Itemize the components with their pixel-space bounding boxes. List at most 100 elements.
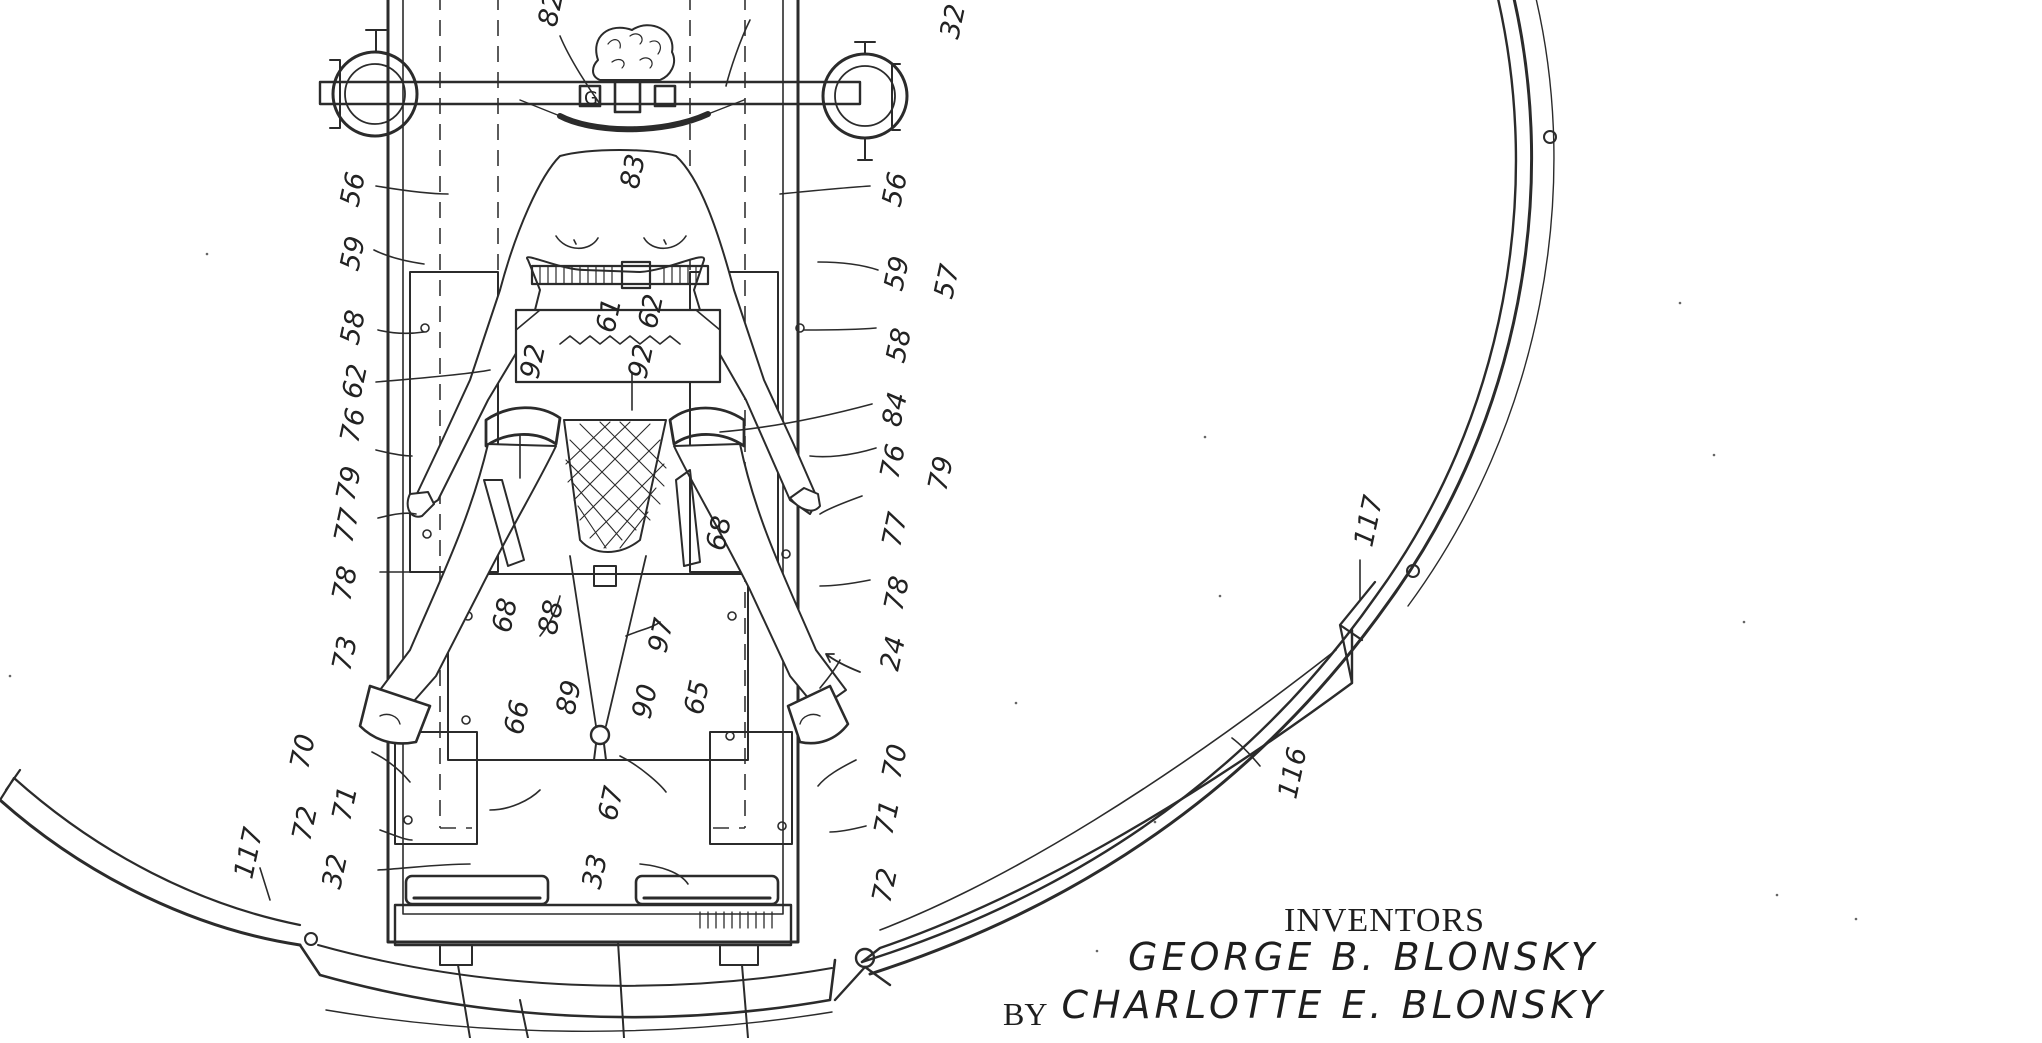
hand-grip: [404, 874, 550, 906]
neck-collar: [557, 111, 711, 133]
ref-numeral: 56: [877, 169, 914, 209]
track-roller: [1543, 130, 1557, 144]
head-clamp-mark: G: [584, 88, 598, 109]
track-section-116-inner: [879, 649, 1337, 931]
ref-numeral: 73: [327, 633, 364, 673]
chest-detail: [555, 235, 687, 250]
hand-left: [406, 491, 435, 518]
inventors-heading: INVENTORS: [1284, 902, 1486, 939]
track-arc-left-outer: [0, 798, 302, 947]
ref-numeral: 62: [337, 361, 374, 401]
pulley-90: [589, 724, 611, 746]
neck-collar-edge: [519, 99, 745, 117]
ref-numeral: 71: [327, 783, 364, 823]
waist-plate-saw: [559, 335, 681, 345]
chest-strap: [530, 264, 710, 286]
ref-numeral: 32: [317, 851, 354, 891]
by-label: BY: [1003, 996, 1048, 1032]
track-arc-left-endcap: [0, 768, 22, 802]
leg-support-left: [483, 479, 525, 567]
thigh-cuff-right: [668, 406, 746, 448]
leg-support-right: [675, 469, 701, 567]
track-pivot-bracket: [833, 965, 892, 1002]
ref-numeral: 76: [335, 405, 372, 445]
ref-numeral: 89: [551, 677, 588, 717]
lamp-mounts: [329, 29, 901, 161]
ref-numeral: 90: [627, 681, 664, 721]
ref-numeral: 79: [331, 463, 368, 503]
ref-numeral: 77: [329, 505, 366, 545]
table-end-rail-hatch: [699, 911, 773, 929]
foot-block-left: [394, 731, 478, 845]
hair: [592, 24, 676, 81]
ref-numeral: 32: [935, 1, 972, 41]
ref-numeral: 88: [533, 597, 570, 637]
bolts: [403, 323, 805, 831]
leg-left: [379, 443, 557, 711]
pulley-mount: [593, 743, 607, 761]
cable: [569, 555, 647, 727]
ref-numeral: 71: [869, 797, 906, 837]
ref-numeral: 59: [879, 253, 916, 293]
ref-numeral: 68: [701, 513, 738, 553]
ref-numeral: 24: [875, 633, 912, 673]
foot-block-right: [709, 731, 793, 845]
ref-numeral: 57: [929, 261, 966, 301]
arrow-24: [825, 653, 861, 673]
ref-numeral: 67: [593, 783, 630, 823]
ref-numeral: 58: [335, 307, 372, 347]
ref-numeral: 65: [679, 677, 716, 717]
right-lamp-inner: [834, 65, 896, 127]
ref-numeral: 56: [335, 169, 372, 209]
ankle-cuff-detail: [379, 713, 821, 725]
torso: [413, 149, 819, 515]
ref-numeral: 78: [879, 573, 916, 613]
track-arc-bottom-inner: [317, 944, 833, 987]
track-arc-left-inner: [12, 776, 302, 927]
track-arc-bottom: [298, 943, 837, 1019]
circular-track-rail-edge: [1407, 0, 1555, 607]
ref-numeral: 66: [499, 697, 536, 737]
ref-numeral: 92: [623, 341, 660, 381]
track-segment-joint: [1338, 580, 1377, 685]
ref-numeral: 84: [877, 389, 914, 429]
ref-numeral: 82: [533, 0, 570, 29]
ref-numeral: 97: [643, 615, 680, 655]
table-leg: [439, 944, 473, 966]
ref-numeral: 59: [335, 233, 372, 273]
head-crossbar: [318, 80, 862, 106]
ref-numeral: 78: [327, 563, 364, 603]
circular-track-outer-rail: [868, 0, 1534, 976]
chest-strap-buckle: [620, 260, 652, 290]
ref-numeral: 62: [633, 291, 670, 331]
ref-numeral: 77: [877, 509, 914, 549]
track-roller: [304, 932, 318, 946]
ref-numeral: 116: [1273, 745, 1314, 802]
ref-numeral: 70: [285, 731, 322, 771]
paper-specks: [8, 252, 1858, 953]
table-end-rail: [393, 903, 793, 947]
track-arc-bottom-edge: [325, 1009, 833, 1033]
ref-numeral: 117: [229, 825, 270, 882]
ref-numeral: 70: [877, 741, 914, 781]
ref-numeral: 92: [515, 341, 552, 381]
leg-right: [673, 443, 847, 711]
net-mesh: [563, 419, 667, 553]
reference-numerals: 82 32 56 56 59 59 58 58 83 61 62 62 57 7…: [229, 0, 1390, 905]
track-roller: [1406, 564, 1420, 578]
ref-numeral: 72: [287, 803, 324, 843]
ref-numeral: 117: [1349, 493, 1390, 550]
leader-lines: [259, 19, 1361, 901]
ref-numeral: 76: [875, 441, 912, 481]
track-section-116: [860, 628, 1354, 964]
left-lamp-inner: [344, 63, 406, 125]
ref-numeral: 83: [615, 151, 652, 191]
ref-numeral: 79: [923, 453, 960, 493]
table-leg-post: [457, 941, 749, 1039]
waist-plate-corners: [515, 309, 721, 331]
hand-right: [789, 487, 821, 512]
circular-track-inner-rail: [860, 0, 1518, 964]
chest-strap-hatch: [539, 265, 697, 285]
waist-plate: [514, 308, 722, 384]
